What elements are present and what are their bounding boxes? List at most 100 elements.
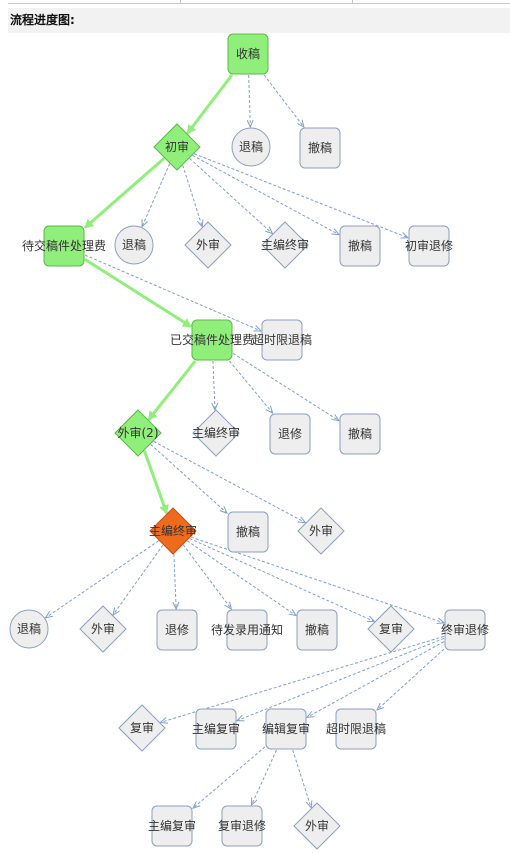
flow-node-chegao2: 撤稿 (339, 225, 381, 267)
node-label: 退修 (278, 426, 302, 441)
flow-node-yijiao: 已交稿件处理费 (170, 319, 254, 361)
flow-edge-daijiao-to-yijiao (84, 258, 192, 328)
flow-edge-zhongshentuixiu-to-zhubianfushen1 (237, 637, 445, 720)
flow-edge-yijiao-to-zhubian2 (213, 360, 215, 410)
flow-node-chaoshi2: 超时限退稿 (326, 708, 386, 750)
flow-node-chushentuixiu: 初审退修 (405, 225, 453, 267)
flow-node-fushentuixiu: 复审退修 (218, 805, 266, 847)
flow-edge-zhubian3-to-daifa (182, 544, 231, 609)
node-label: 复审 (379, 621, 403, 636)
node-label: 超时限退稿 (326, 721, 386, 736)
flow-node-daifa: 待发录用通知 (211, 609, 283, 651)
flow-edge-zhubian3-to-chegao5 (186, 540, 296, 616)
node-label: 复审 (130, 720, 154, 735)
flow-edge-zhubian3-to-waishen4 (113, 544, 164, 615)
flow-node-zhubian1: 主编终审 (261, 221, 309, 269)
flow-edge-shougao-to-tuigao1 (249, 74, 251, 127)
node-label: 待交稿件处理费 (22, 238, 106, 253)
node-label: 主编终审 (192, 425, 240, 440)
node-label: 退修 (165, 622, 189, 637)
flow-edge-yijiao-to-waishen2 (147, 360, 197, 421)
flow-node-tuixiu1: 退修 (269, 413, 311, 455)
flow-edge-chushen-to-chushentuixiu (194, 153, 408, 238)
flow-edge-zhongshentuixiu-to-bianjifushen (307, 641, 445, 718)
node-label: 退稿 (239, 139, 263, 154)
section-header: 流程进度图: (8, 8, 510, 33)
flow-node-tuixiu2: 退修 (156, 609, 198, 651)
node-label: 外审 (309, 523, 333, 538)
flow-node-fushen1: 复审 (367, 605, 415, 653)
flow-edge-chushen-to-waishen1 (182, 165, 202, 227)
flow-node-zhubian2: 主编终审 (192, 409, 240, 457)
flow-node-waishen5: 外审 (293, 802, 341, 850)
node-label: 主编终审 (149, 523, 197, 538)
flow-node-zhongshentuixiu: 终审退修 (441, 609, 489, 651)
flow-edge-zhubian3-to-fushen1 (189, 537, 375, 621)
node-label: 外审 (91, 621, 115, 636)
flow-node-daijiao: 待交稿件处理费 (22, 225, 106, 267)
flow-edge-bianjifushen-to-waishen5 (292, 749, 311, 808)
flow-node-chaoshi1: 超时限退稿 (252, 319, 312, 361)
node-label: 撤稿 (348, 238, 372, 253)
flow-edge-waishen2-to-zhubian3 (142, 450, 169, 515)
flow-node-zhubianfushen1: 主编复审 (192, 708, 240, 750)
node-label: 撤稿 (308, 140, 332, 155)
flow-edge-yijiao-to-tuixiu1 (229, 360, 272, 413)
flow-node-chegao1: 撤稿 (299, 127, 341, 169)
flow-node-waishen1: 外审 (184, 221, 232, 269)
node-label: 编辑复审 (262, 721, 310, 736)
node-label: 终审退修 (441, 622, 489, 637)
flow-edge-zhongshentuixiu-to-fushen2 (160, 635, 445, 722)
flow-edge-daijiao-to-chaoshi1 (84, 254, 261, 331)
flow-edge-chushen-to-zhubian1 (189, 158, 273, 233)
flow-node-zhubian3: 主编终审 (149, 507, 197, 555)
flow-node-fushen2: 复审 (118, 704, 166, 752)
flow-edge-shougao-to-chushen (186, 74, 234, 135)
node-label: 主编终审 (261, 237, 309, 252)
flow-edge-zhongshentuixiu-to-chaoshi2 (377, 648, 445, 710)
node-label: 主编复审 (148, 818, 196, 833)
node-label: 初审 (165, 139, 189, 154)
flow-node-tuigao1: 退稿 (231, 127, 271, 167)
flow-edge-waishen2-to-chegao4 (150, 443, 227, 513)
node-label: 退稿 (122, 237, 146, 252)
flow-edge-bianjifushen-to-zhubianfushen2 (193, 746, 266, 808)
flow-node-chegao4: 撤稿 (227, 511, 269, 553)
node-label: 撤稿 (236, 524, 260, 539)
flow-node-shougao: 收稿 (227, 33, 269, 75)
flow-node-tuigao2: 退稿 (114, 225, 154, 265)
flow-edge-yijiao-to-chegao3 (232, 352, 339, 420)
node-label: 超时限退稿 (252, 332, 312, 347)
node-label: 外审 (305, 818, 329, 833)
node-label: 主编复审 (192, 721, 240, 736)
node-label: 外审(2) (118, 425, 159, 440)
flow-edge-zhubian3-to-zhongshentuixiu (190, 536, 444, 623)
flow-edge-chushen-to-chegao2 (192, 154, 339, 234)
node-label: 撤稿 (348, 426, 372, 441)
node-label: 待发录用通知 (211, 622, 283, 637)
flow-node-chegao5: 撤稿 (296, 609, 338, 651)
node-label: 收稿 (236, 46, 260, 61)
flow-node-bianjifushen: 编辑复审 (262, 708, 310, 750)
node-label: 外审 (196, 237, 220, 252)
flow-edge-zhubian3-to-tuixiu2 (174, 554, 176, 609)
flow-node-waishen4: 外审 (79, 605, 127, 653)
node-label: 复审退修 (218, 818, 266, 833)
flow-node-tuigao3: 退稿 (9, 609, 49, 649)
node-label: 撤稿 (305, 622, 329, 637)
node-label: 初审退修 (405, 238, 453, 253)
flow-node-waishen3: 外审 (297, 507, 345, 555)
flow-edge-zhubian3-to-tuigao3 (46, 540, 160, 618)
node-label: 退稿 (17, 621, 41, 636)
column-separator (180, 0, 181, 3)
flow-edge-chushen-to-tuigao2 (142, 163, 171, 227)
node-label: 已交稿件处理费 (170, 332, 254, 347)
flow-edge-waishen2-to-waishen3 (153, 440, 306, 522)
flow-node-chushen: 初审 (153, 123, 201, 171)
flow-node-zhubianfushen2: 主编复审 (148, 805, 196, 847)
flow-edge-chushen-to-daijiao (84, 157, 166, 229)
top-table-border (8, 0, 510, 4)
column-separator (352, 0, 353, 3)
flow-edge-bianjifushen-to-fushentuixiu (252, 749, 277, 805)
